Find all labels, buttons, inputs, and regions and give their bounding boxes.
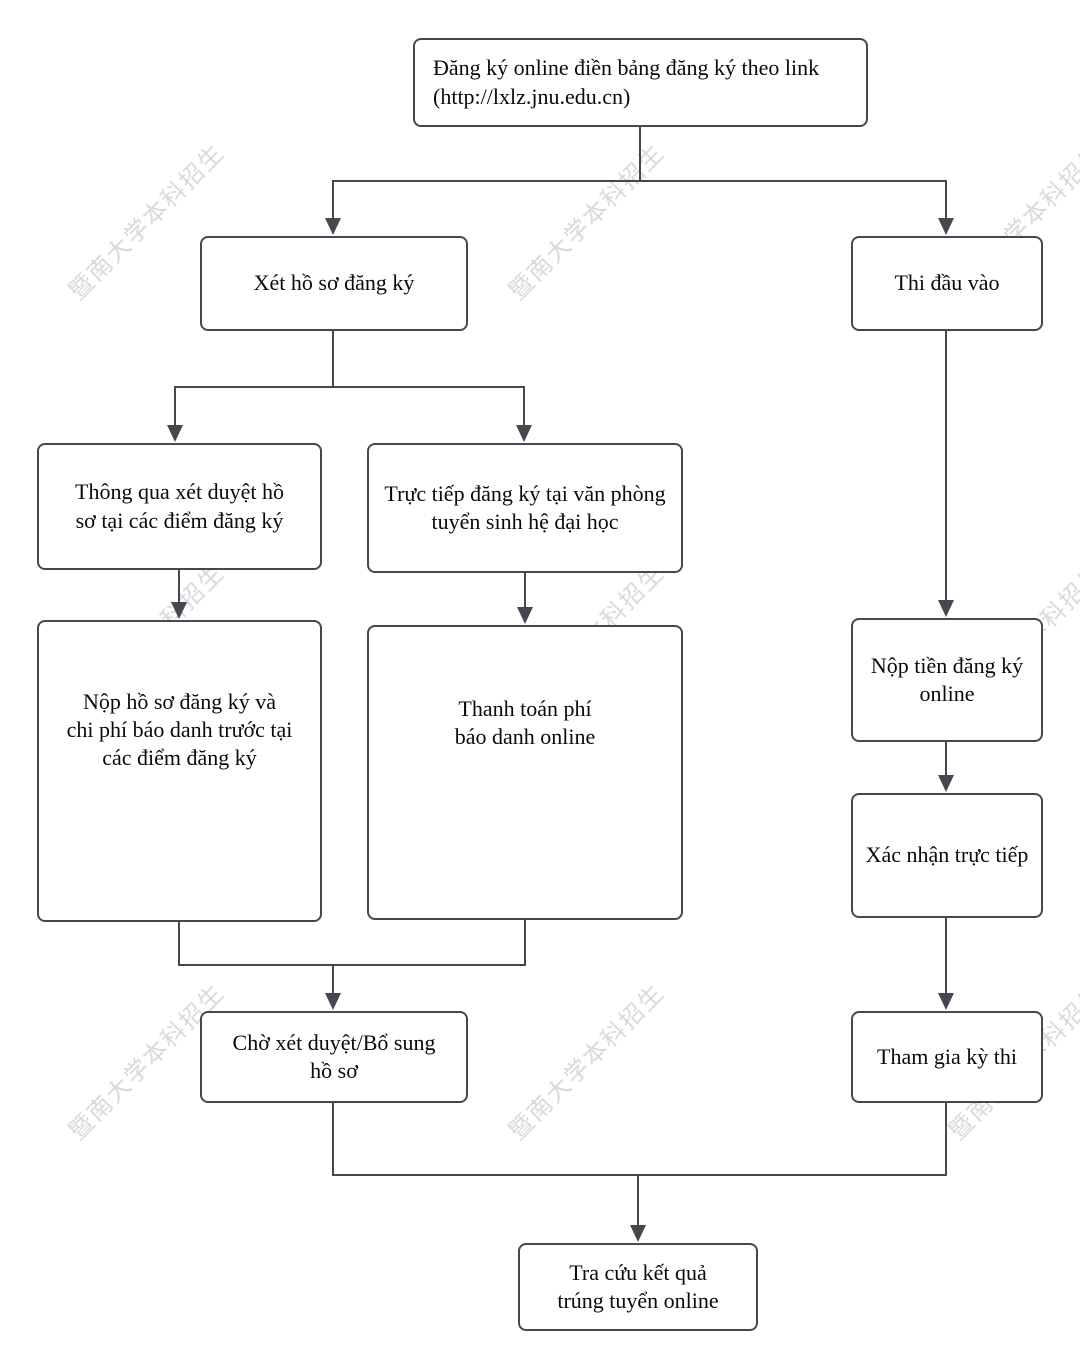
node-submit-documents: Nộp hồ sơ đăng ký và chi phí báo danh tr… — [37, 620, 322, 922]
arrowhead — [938, 218, 954, 235]
connector-line — [639, 127, 641, 182]
watermark: 暨南大学本科招生 — [504, 139, 671, 306]
node-submit-documents-label: Nộp hồ sơ đăng ký và chi phí báo danh tr… — [66, 689, 293, 771]
watermark: 暨南大学本科招生 — [504, 979, 671, 1146]
connector-line — [945, 742, 947, 778]
connector-line — [524, 572, 526, 610]
connector-line — [945, 917, 947, 996]
arrowhead — [938, 775, 954, 792]
node-approved-at-points-label: Thông qua xét duyệt hồ sơ tại các điểm đ… — [75, 479, 284, 533]
node-entrance-exam: Thi đầu vào — [851, 236, 1043, 331]
node-review-application-label: Xét hồ sơ đăng ký — [253, 270, 415, 296]
node-register-at-office: Trực tiếp đăng ký tại văn phòng tuyển si… — [367, 443, 683, 573]
node-approved-at-points: Thông qua xét duyệt hồ sơ tại các điểm đ… — [37, 443, 322, 570]
node-direct-confirmation: Xác nhận trực tiếp — [851, 793, 1043, 918]
connector-line — [524, 918, 526, 966]
connector-line — [332, 180, 947, 182]
connector-line — [945, 1102, 947, 1176]
connector-line — [332, 964, 334, 996]
connector-line — [174, 386, 525, 388]
connector-line — [945, 330, 947, 603]
node-pay-registration-online: Nộp tiền đăng ký online — [851, 618, 1043, 742]
node-pay-fee-online-label: Thanh toán phí báo danh online — [454, 696, 596, 750]
connector-line — [178, 964, 526, 966]
arrowhead — [171, 602, 187, 619]
node-register-at-office-label: Trực tiếp đăng ký tại văn phòng tuyển si… — [384, 480, 666, 534]
connector-line — [178, 919, 180, 966]
node-check-results-label: Tra cứu kết quả trúng tuyển online — [557, 1259, 719, 1313]
connector-line — [523, 386, 525, 428]
arrowhead — [517, 607, 533, 624]
connector-line — [332, 1174, 947, 1176]
node-direct-confirmation-label: Xác nhận trực tiếp — [865, 842, 1029, 868]
node-pay-fee-online: Thanh toán phí báo danh online — [367, 625, 683, 920]
connector-line — [178, 570, 180, 606]
arrowhead — [630, 1225, 646, 1242]
node-wait-approval: Chờ xét duyệt/Bổ sung hồ sơ — [200, 1011, 468, 1103]
node-start: Đăng ký online điền bảng đăng ký theo li… — [413, 38, 868, 127]
arrowhead — [516, 425, 532, 442]
connector-line — [332, 1102, 334, 1176]
arrowhead — [325, 993, 341, 1010]
node-start-label: Đăng ký online điền bảng đăng ký theo li… — [433, 55, 820, 109]
node-take-exam: Tham gia kỳ thi — [851, 1011, 1043, 1103]
node-check-results: Tra cứu kết quả trúng tuyển online — [518, 1243, 758, 1331]
node-entrance-exam-label: Thi đầu vào — [894, 270, 1000, 296]
arrowhead — [325, 218, 341, 235]
arrowhead — [938, 600, 954, 617]
connector-line — [174, 386, 176, 428]
connector-line — [332, 330, 334, 388]
connector-line — [332, 180, 334, 221]
node-review-application: Xét hồ sơ đăng ký — [200, 236, 468, 331]
node-pay-registration-online-label: Nộp tiền đăng ký online — [870, 652, 1024, 706]
connector-line — [637, 1174, 639, 1228]
arrowhead — [938, 993, 954, 1010]
arrowhead — [167, 425, 183, 442]
node-wait-approval-label: Chờ xét duyệt/Bổ sung hồ sơ — [232, 1029, 436, 1083]
node-take-exam-label: Tham gia kỳ thi — [877, 1043, 1017, 1069]
connector-line — [945, 180, 947, 221]
